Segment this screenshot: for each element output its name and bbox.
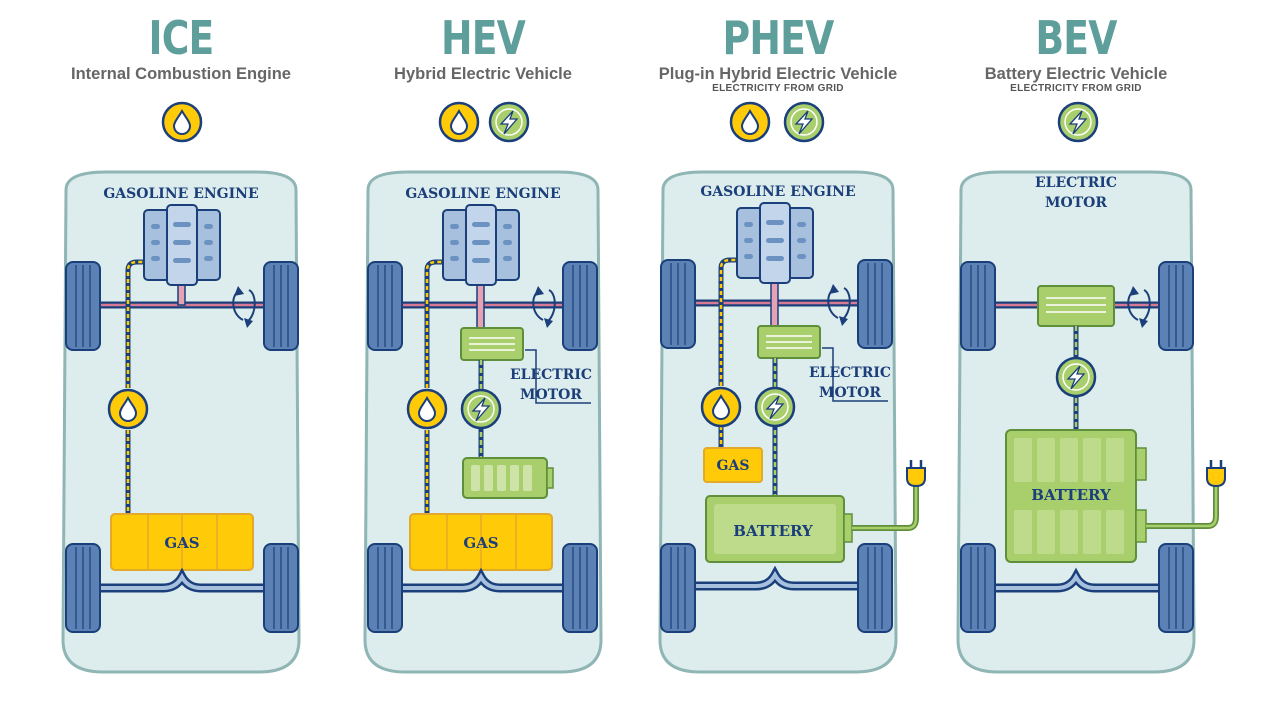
fuel-drop-icon [406, 388, 448, 430]
wheel [263, 261, 299, 351]
motor-label: MOTOR [520, 387, 582, 403]
engine-label: GASOLINE ENGINE [700, 184, 855, 200]
gas-label: GAS [463, 534, 498, 552]
battery-label: BATTERY [1031, 486, 1111, 504]
vehicle-title: BEV [1035, 11, 1117, 65]
wheel [660, 543, 696, 633]
car-diagram-phev: GASOLINE ENGINE [658, 101, 926, 674]
electric-motor [1037, 285, 1115, 327]
rotation-arrow-icon [532, 286, 556, 328]
power-plug-icon [906, 460, 926, 488]
motor-label: ELECTRIC [1035, 175, 1117, 191]
power-plug-icon [1206, 460, 1226, 488]
rotation-arrow-icon [232, 286, 256, 328]
wheel [857, 543, 893, 633]
car-diagram-hev: GASOLINE ENGINE [363, 101, 603, 674]
gasoline-engine [143, 204, 221, 286]
wheel [367, 261, 403, 351]
fuel-drop-icon [161, 101, 203, 143]
lightning-bolt-icon [754, 386, 796, 428]
wheel [263, 543, 299, 633]
wheel [857, 259, 893, 349]
lightning-bolt-icon [1055, 356, 1097, 398]
engine-label: GASOLINE ENGINE [405, 186, 560, 202]
gasoline-engine [442, 204, 520, 286]
vehicle-title: ICE [148, 11, 214, 65]
motor-label: ELECTRIC [809, 365, 891, 381]
vehicle-subtitle: Plug-in Hybrid Electric Vehicle [658, 65, 898, 83]
panel-hev: HEV Hybrid Electric Vehicle GASOLINE ENG… [333, 0, 633, 720]
wheel [1158, 543, 1194, 633]
wheel [562, 261, 598, 351]
motor-label: MOTOR [1045, 195, 1107, 211]
lightning-bolt-icon [783, 101, 825, 143]
motor-label: ELECTRIC [510, 367, 592, 383]
car-diagram-ice: GASOLINE ENGINE [61, 101, 301, 674]
vehicle-subtitle: Battery Electric Vehicle [984, 65, 1168, 83]
battery-label: BATTERY [733, 522, 813, 540]
vehicle-title: PHEV [722, 11, 835, 65]
gas-label: GAS [164, 534, 199, 552]
wheel [960, 261, 996, 351]
wheel [562, 543, 598, 633]
grid-note: ELECTRICITY FROM GRID [712, 83, 844, 94]
battery [705, 495, 853, 563]
wheel [65, 543, 101, 633]
fuel-drop-icon [729, 101, 771, 143]
fuel-drop-icon [438, 101, 480, 143]
vehicle-title: HEV [440, 11, 526, 65]
lightning-bolt-icon [1057, 101, 1099, 143]
fuel-line [424, 259, 443, 388]
electric-motor [757, 325, 821, 359]
wheel [660, 259, 696, 349]
gasoline-engine [736, 202, 814, 284]
fuel-line [125, 259, 144, 388]
gas-tank [409, 513, 553, 571]
vehicle-subtitle: Internal Combustion Engine [70, 65, 291, 83]
vehicle-subtitle: Hybrid Electric Vehicle [394, 65, 572, 83]
fuel-drop-icon [107, 388, 149, 430]
motor-label: MOTOR [819, 385, 881, 401]
gas-label: GAS [717, 458, 750, 474]
wheel [1158, 261, 1194, 351]
grid-note: ELECTRICITY FROM GRID [1010, 83, 1142, 94]
wheel [367, 543, 403, 633]
rotation-arrow-icon [827, 284, 851, 326]
battery [462, 457, 554, 499]
panel-ice: ICE Internal Combustion Engine GASOLINE … [31, 0, 331, 720]
fuel-drop-icon [700, 386, 742, 428]
wheel [960, 543, 996, 633]
lightning-bolt-icon [460, 388, 502, 430]
panel-phev: PHEV Plug-in Hybrid Electric Vehicle ELE… [628, 0, 928, 720]
gas-tank [703, 447, 763, 483]
engine-label: GASOLINE ENGINE [103, 186, 258, 202]
car-diagram-bev: ELECTRIC MOTOR [956, 101, 1226, 674]
fuel-line [718, 257, 737, 386]
electric-motor [460, 327, 524, 361]
gas-tank [110, 513, 254, 571]
rotation-arrow-icon [1127, 286, 1151, 328]
panel-bev: BEV Battery Electric Vehicle ELECTRICITY… [926, 0, 1226, 720]
battery [1005, 429, 1147, 563]
lightning-bolt-icon [488, 101, 530, 143]
wheel [65, 261, 101, 351]
